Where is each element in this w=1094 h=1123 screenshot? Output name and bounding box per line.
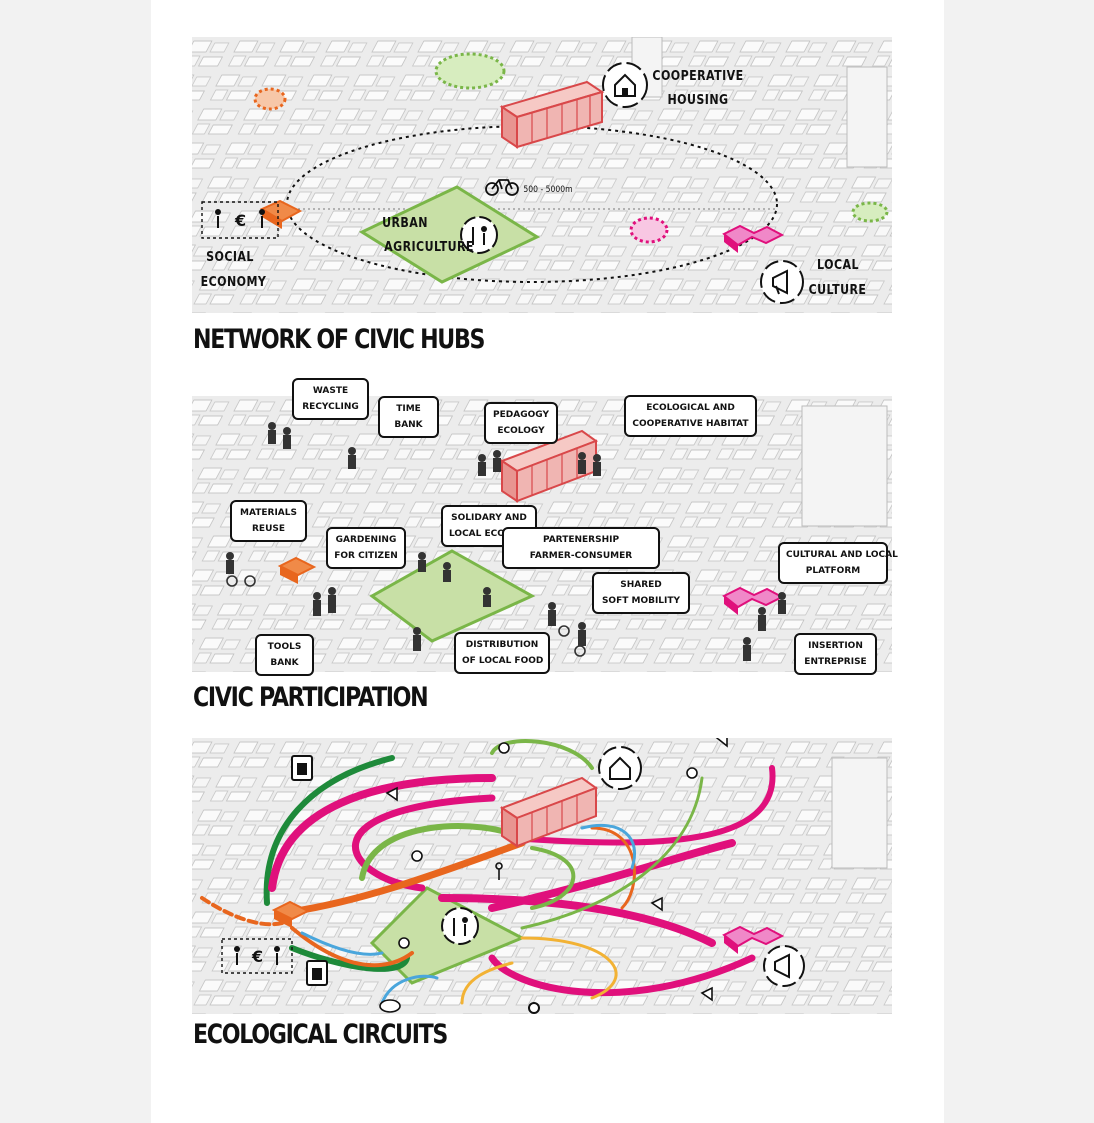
panel-ecological-circuits: €: [192, 738, 892, 1014]
orange-flow: [290, 926, 414, 968]
megaphone-icon: [760, 260, 804, 304]
urban-agriculture-plot: [358, 185, 541, 284]
blue-flow: [300, 931, 384, 956]
label-cooperative: COOPERATIVE: [652, 69, 744, 84]
title-civic-participation: CIVIC PARTICIPATION: [193, 682, 429, 713]
green-flow: [520, 776, 704, 930]
local-culture-building-side: [724, 234, 738, 253]
social-economy-icon: €: [221, 938, 293, 974]
pink-zone: [629, 216, 669, 244]
orange-flow: [278, 839, 526, 917]
orange-flow: [200, 896, 284, 927]
cultural-platform-building-side: [724, 596, 738, 615]
housing-building-front: [516, 786, 597, 848]
social-economy-building: [259, 199, 303, 223]
trash-icon: [291, 755, 313, 781]
green-zone: [434, 52, 506, 90]
label-urban: URBAN: [382, 216, 428, 231]
bicycle-icon: [485, 179, 519, 196]
social-economy-icon: €: [201, 201, 279, 239]
euro-icon: €: [251, 947, 263, 966]
sun-icon: [528, 1002, 540, 1014]
panel1-map: €: [192, 37, 892, 313]
blue-flow: [580, 823, 637, 870]
social-economy-building-side: [262, 209, 282, 229]
local-culture-building: [722, 925, 785, 948]
tower-building: [801, 405, 888, 527]
blue-flow: [380, 974, 439, 1005]
label-culture: CULTURE: [808, 283, 867, 298]
label-distance: 500 - 5000m: [523, 185, 573, 195]
magenta-flow: [488, 839, 736, 912]
house-icon: [602, 62, 648, 108]
green-flow: [530, 846, 576, 910]
dark-green-flow: [289, 945, 410, 972]
rain-cloud-icon: [379, 999, 401, 1013]
euro-icon: €: [234, 211, 246, 230]
label-housing: HOUSING: [667, 93, 729, 108]
carrot-icon: [398, 742, 698, 949]
urban-agriculture-icon: [460, 216, 498, 254]
label-social: SOCIAL: [206, 250, 254, 265]
trash-icon: [306, 960, 328, 986]
green-zone: [851, 201, 889, 223]
house-icon: [598, 746, 642, 790]
yellow-flow: [460, 961, 514, 1005]
magenta-flow: [509, 765, 776, 846]
title-ecological-circuits: ECOLOGICAL CIRCUITS: [193, 1019, 448, 1050]
tower-building: [846, 66, 888, 168]
magenta-flow: [268, 774, 496, 892]
orange-zone: [253, 87, 287, 111]
central-plot-icon: [441, 907, 479, 945]
yellow-flow: [520, 936, 618, 1000]
panel-network-civic-hubs: €: [192, 37, 892, 313]
bicycle-icon: [226, 575, 586, 657]
local-culture-building: [722, 224, 785, 247]
social-economy-building-side: [274, 910, 292, 928]
megaphone-icon: [385, 738, 728, 1002]
person-icon: [495, 862, 503, 880]
people-silhouettes: [226, 422, 786, 661]
local-culture-building-side: [724, 935, 738, 954]
materials-reuse-building-side: [280, 566, 298, 584]
dark-green-flow: [263, 755, 395, 906]
housing-building-front: [516, 90, 603, 149]
title-network-civic-hubs: NETWORK OF CIVIC HUBS: [193, 324, 485, 355]
megaphone-icon: [763, 945, 805, 987]
gardening-plot: [369, 549, 536, 643]
label-local: LOCAL: [817, 258, 859, 273]
green-flow: [490, 739, 594, 770]
label-agriculture: AGRICULTURE: [384, 240, 474, 255]
tower-building: [831, 757, 888, 869]
flow-arrows: [200, 739, 776, 1005]
panel3-map: €: [192, 738, 892, 1014]
magenta-flow: [351, 794, 496, 892]
label-economy: ECONOMY: [200, 275, 267, 290]
magenta-flow: [488, 954, 756, 997]
